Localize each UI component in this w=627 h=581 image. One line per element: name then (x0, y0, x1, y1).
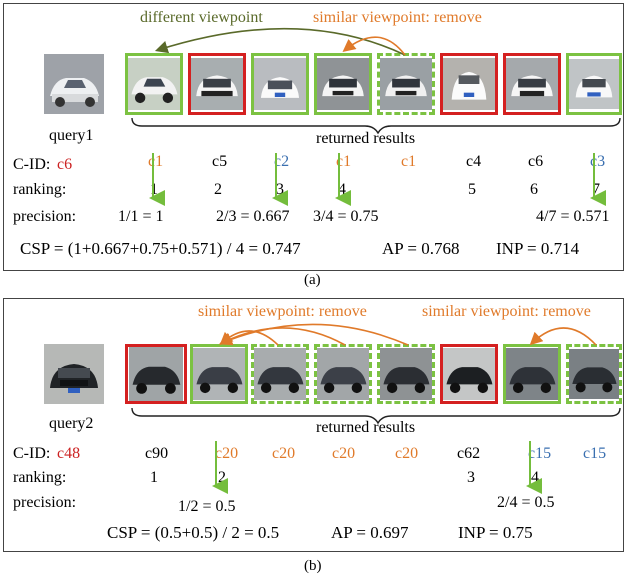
similar-viewpoint-label: similar viewpoint: remove (313, 9, 482, 26)
inp-value: INP = 0.714 (496, 239, 580, 258)
query-image-2 (44, 344, 104, 404)
cid-b-4: c20 (332, 445, 356, 462)
precision-row-label: precision: (13, 208, 77, 225)
ranking-1: 1 (150, 181, 158, 198)
query-image (44, 54, 104, 114)
caption-a: (a) (304, 272, 321, 288)
cid-1: c1 (148, 153, 164, 170)
cid-row-label-2: C-ID: (13, 445, 51, 462)
result-b-image-3 (251, 344, 309, 404)
cid-4: c1 (336, 153, 352, 170)
query-cid: c6 (57, 156, 73, 173)
ap-value-2: AP = 0.697 (331, 523, 409, 542)
result-b-image-7 (503, 344, 561, 404)
cid-b-6: c62 (457, 445, 481, 462)
different-viewpoint-label: different viewpoint (140, 9, 263, 26)
result-image-5 (377, 53, 435, 115)
precision-row-label-2: precision: (13, 494, 77, 511)
cid-b-1: c90 (145, 445, 169, 462)
ranking-row-label: ranking: (13, 181, 67, 198)
ranking-b-1: 1 (150, 469, 158, 486)
caption-b: (b) (304, 558, 322, 574)
cid-3: c2 (274, 153, 290, 170)
cid-b-3: c20 (272, 445, 296, 462)
precision-b-1: 1/2 = 0.5 (178, 498, 236, 515)
similar-viewpoint-label-2: similar viewpoint: remove (422, 303, 591, 320)
query-cid-2: c48 (57, 445, 81, 462)
ranking-b-2: 2 (218, 469, 226, 486)
panel-a (3, 3, 624, 271)
cid-6: c4 (466, 153, 482, 170)
precision-3: 3/4 = 0.75 (313, 208, 379, 225)
precision-1: 1/1 = 1 (118, 208, 164, 225)
ranking-b-4: 4 (531, 469, 539, 486)
result-image-2 (188, 53, 246, 115)
ranking-b-3: 3 (467, 469, 475, 486)
result-b-image-1 (125, 344, 187, 404)
inp-value-2: INP = 0.75 (458, 523, 533, 542)
ranking-4: 4 (338, 181, 346, 198)
query-label: query1 (49, 127, 94, 144)
result-image-8 (566, 53, 622, 115)
precision-2: 2/3 = 0.667 (216, 208, 290, 225)
query-label-2: query2 (49, 415, 94, 432)
ranking-3: 3 (276, 181, 284, 198)
result-image-7 (503, 53, 561, 115)
cid-b-2: c20 (215, 445, 239, 462)
result-b-image-2 (190, 344, 248, 404)
result-b-image-6 (440, 344, 498, 404)
cid-b-7: c15 (528, 445, 552, 462)
result-b-image-4 (314, 344, 372, 404)
ranking-row-label-2: ranking: (13, 469, 67, 486)
csp-formula: CSP = (1+0.667+0.75+0.571) / 4 = 0.747 (20, 239, 301, 258)
result-image-4 (314, 53, 372, 115)
cid-row-label: C-ID: (13, 156, 51, 173)
cid-b-5: c20 (395, 445, 419, 462)
cid-2: c5 (212, 153, 228, 170)
result-image-6 (440, 53, 498, 115)
cid-b-8: c15 (583, 445, 607, 462)
result-image-1 (125, 53, 183, 115)
returned-results-label-2: returned results (316, 419, 416, 436)
returned-results-label: returned results (316, 130, 416, 147)
result-b-image-5 (377, 344, 435, 404)
ap-value: AP = 0.768 (382, 239, 460, 258)
ranking-2: 2 (214, 181, 222, 198)
ranking-6: 6 (530, 181, 538, 198)
precision-4: 4/7 = 0.571 (536, 208, 610, 225)
similar-viewpoint-label-1: similar viewpoint: remove (198, 303, 367, 320)
ranking-5: 5 (468, 181, 476, 198)
cid-5: c1 (401, 153, 417, 170)
precision-b-2: 2/4 = 0.5 (497, 494, 555, 511)
cid-8: c3 (590, 153, 606, 170)
cid-7: c6 (528, 153, 544, 170)
result-b-image-8 (566, 344, 622, 404)
panel-b (3, 298, 624, 552)
csp-formula-2: CSP = (0.5+0.5) / 2 = 0.5 (107, 523, 280, 542)
ranking-7: 7 (592, 181, 600, 198)
result-image-3 (251, 53, 309, 115)
